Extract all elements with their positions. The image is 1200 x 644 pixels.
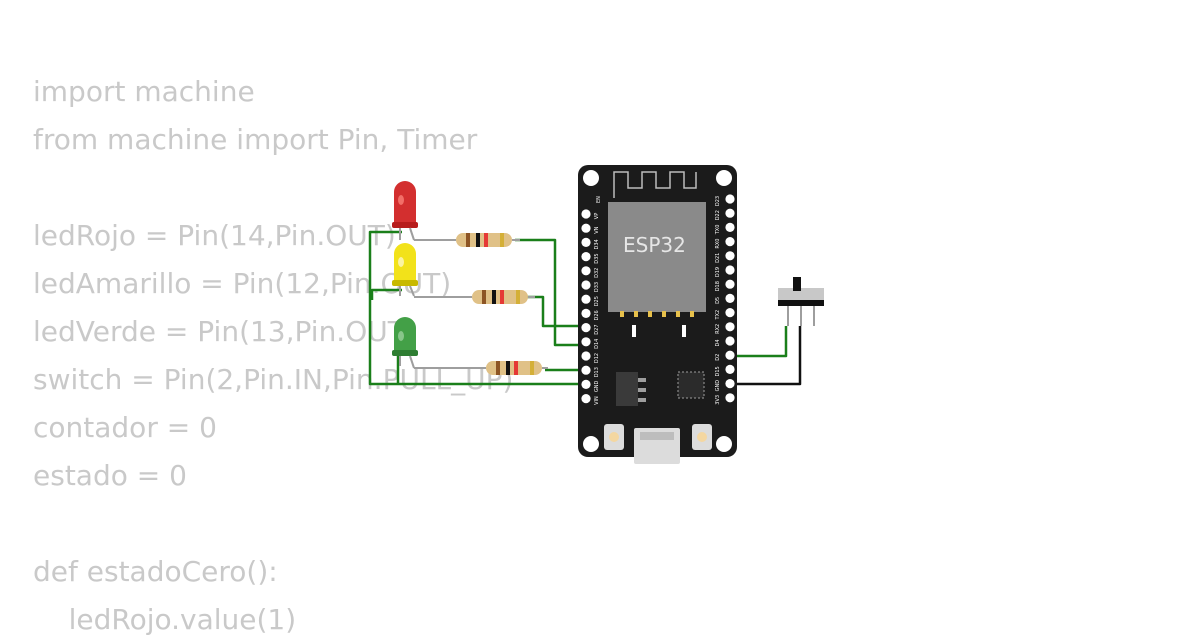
pin-right-d23[interactable] [725, 194, 735, 204]
pin-label: D33 [594, 282, 600, 292]
pin-right-d5[interactable] [725, 293, 735, 303]
pin-label: VP [594, 213, 600, 219]
code-line: contador = 0 [33, 411, 217, 444]
pin-right-d21[interactable] [725, 251, 735, 261]
pin-left-d13[interactable] [581, 365, 591, 375]
wire-ground-rail [368, 230, 586, 386]
code-line: estado = 0 [33, 459, 187, 492]
resistor-2[interactable] [414, 290, 535, 304]
code-line: ledVerde = Pin(13,Pin.OUT) [33, 315, 416, 348]
esp32-board[interactable]: ESP32 EN VP VN D34D35D32D33D25D26D27D14D12… [578, 165, 737, 464]
circuit-diagram: ESP32 EN VP VN D34D35D32D33D25D26D27D14D12… [368, 165, 824, 464]
wires [368, 230, 802, 386]
pin-right-d4[interactable] [725, 336, 735, 346]
pin-left-d33[interactable] [581, 280, 591, 290]
pin-left-d25[interactable] [581, 294, 591, 304]
reset-button[interactable] [692, 424, 712, 450]
led-red[interactable] [392, 181, 418, 241]
led-green[interactable] [392, 317, 418, 369]
code-line: ledRojo = Pin(14,Pin.OUT) [33, 219, 396, 252]
pin-label: D15 [715, 366, 721, 376]
led-yellow[interactable] [392, 243, 418, 297]
en-label: EN [596, 196, 602, 203]
pin-label: D25 [594, 296, 600, 306]
pin-label: RX2 [715, 324, 721, 334]
wire-switch-to-d2 [728, 326, 788, 358]
code-line: def estadoCero(): [33, 555, 278, 588]
resistor-1[interactable] [414, 233, 520, 247]
pin-label: D34 [594, 239, 600, 249]
pin-label: GND [715, 380, 721, 392]
pin-label: VN [594, 226, 600, 233]
chip-label: ESP32 [623, 233, 686, 257]
pin-right-d18[interactable] [725, 279, 735, 289]
code-editor-background: import machine from machine import Pin, T… [33, 68, 513, 644]
pin-right-d22[interactable] [725, 208, 735, 218]
pin-right-rx0[interactable] [725, 237, 735, 247]
voltage-regulator [616, 372, 638, 406]
pin-right-3v3[interactable] [725, 393, 735, 403]
boot-button[interactable] [604, 424, 624, 450]
switch-knob[interactable] [793, 277, 801, 291]
pin-right-d2[interactable] [725, 350, 735, 360]
pin-left-vin[interactable] [581, 394, 591, 404]
pin-label: D26 [594, 310, 600, 320]
pin-label: D23 [715, 196, 721, 206]
pin-right-rx2[interactable] [725, 322, 735, 332]
pin-label: D32 [594, 268, 600, 278]
chip-pads [620, 311, 694, 317]
pin-label: D18 [715, 281, 721, 291]
pin-left-d26[interactable] [581, 308, 591, 318]
pin-left-d14[interactable] [581, 337, 591, 347]
esp32-chip [608, 202, 706, 312]
pin-right-tx2[interactable] [725, 308, 735, 318]
pin-label: D14 [594, 339, 600, 349]
pin-left-vn[interactable] [581, 223, 591, 233]
pin-left-d12[interactable] [581, 351, 591, 361]
pin-label: D13 [594, 367, 600, 377]
code-line: ledAmarillo = Pin(12,Pin.OUT) [33, 267, 452, 300]
pin-left-d32[interactable] [581, 266, 591, 276]
code-line: from machine import Pin, Timer [33, 123, 478, 156]
pin-left-vp[interactable] [581, 209, 591, 219]
code-line: import machine [33, 75, 255, 108]
wire-ground-yellow [370, 288, 402, 300]
pin-label: VIN [594, 396, 600, 405]
pin-left-d27[interactable] [581, 323, 591, 333]
pin-label: TX2 [715, 310, 721, 321]
code-line: switch = Pin(2,Pin.IN,Pin.PULL_UP) [33, 363, 514, 396]
pin-label: D2 [715, 354, 721, 361]
pin-label: D27 [594, 324, 600, 334]
wire-red-led-to-d14 [515, 238, 586, 347]
pin-label: GND [594, 381, 600, 393]
pin-left-gnd[interactable] [581, 379, 591, 389]
pin-label: D22 [715, 210, 721, 220]
pin-label: 3V3 [715, 395, 721, 405]
pin-label: D19 [715, 267, 721, 277]
pin-right-d15[interactable] [725, 364, 735, 374]
pin-label: D35 [594, 253, 600, 263]
pin-right-d19[interactable] [725, 265, 735, 275]
resistor-3[interactable] [414, 361, 548, 375]
wire-switch-to-gnd [728, 326, 802, 386]
pin-label: TX0 [715, 225, 721, 236]
pin-left-d34[interactable] [581, 237, 591, 247]
pin-label: D4 [715, 339, 721, 346]
pin-right-tx0[interactable] [725, 222, 735, 232]
pin-label: D5 [715, 297, 721, 304]
pin-left-d35[interactable] [581, 252, 591, 262]
pin-label: RX0 [715, 239, 721, 249]
pin-label: D21 [715, 253, 721, 263]
pin-right-gnd[interactable] [725, 379, 735, 389]
usb-chip [677, 371, 705, 399]
pin-label: D12 [594, 353, 600, 363]
slide-switch[interactable] [778, 277, 824, 326]
antenna-trace [613, 171, 697, 198]
